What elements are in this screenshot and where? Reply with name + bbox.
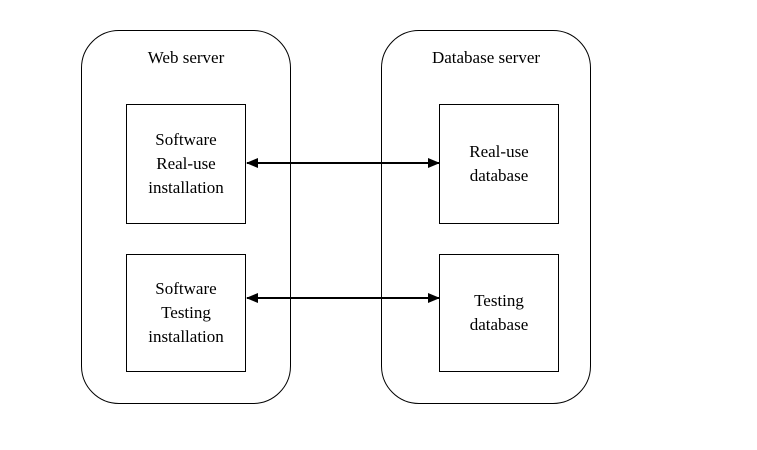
software-real-use-installation-label: Software Real-use installation <box>148 130 224 197</box>
software-testing-installation-label: Software Testing installation <box>148 279 224 346</box>
testing-database-box: Testing database <box>439 254 559 372</box>
database-server-title: Database server <box>431 48 541 67</box>
web-server-title: Web server <box>147 48 225 67</box>
testing-database-label: Testing database <box>469 291 529 334</box>
software-testing-installation-box: Software Testing installation <box>126 254 246 372</box>
software-real-use-installation-box: Software Real-use installation <box>126 104 246 224</box>
real-use-database-box: Real-use database <box>439 104 559 224</box>
real-use-database-label: Real-use database <box>469 142 529 185</box>
